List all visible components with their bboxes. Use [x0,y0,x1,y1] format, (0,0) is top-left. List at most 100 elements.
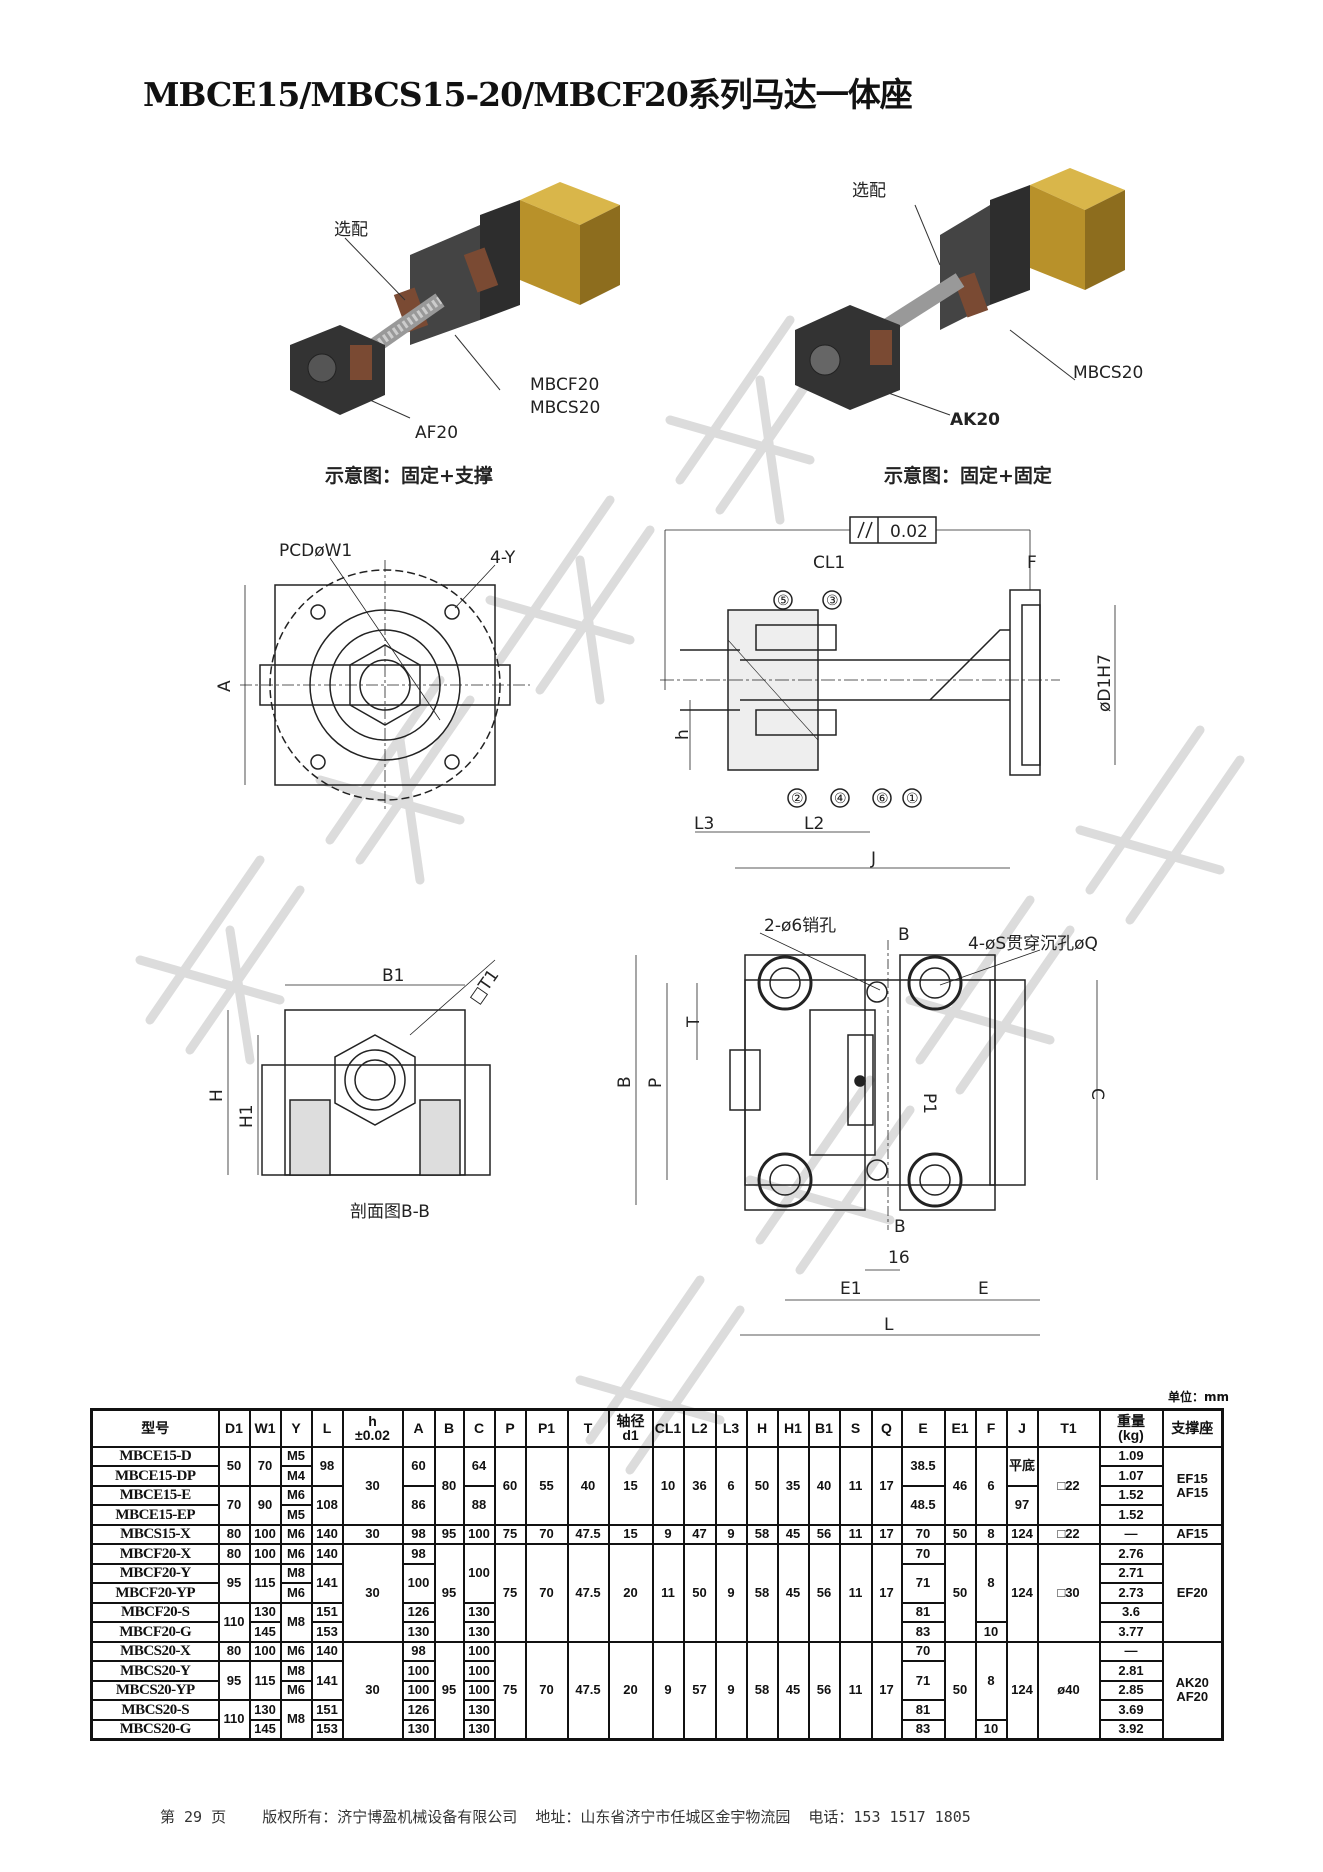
table-cell: 6 [974,1445,1008,1526]
column-header: 轴径 d1 [607,1408,654,1448]
table-cell: 30 [341,1523,404,1545]
table-cell: M6 [279,1543,313,1565]
table-cell: 20 [607,1640,654,1740]
table-cell: 70 [900,1523,946,1545]
table-cell: 108 [310,1484,344,1526]
table-cell: 2.71 [1098,1562,1164,1584]
model-cell: MBCF20-Y [90,1562,220,1584]
table-cell: 70 [900,1640,946,1662]
holes-label: 4-Y [490,548,516,568]
tolerance-value: 0.02 [890,522,928,542]
table-cell: 3.92 [1098,1718,1164,1740]
model-cell: MBCS20-X [90,1640,220,1662]
table-cell: 8 [974,1640,1008,1721]
pin-hole-label: 2-ø6销孔 [764,916,836,936]
table-cell: 83 [900,1621,946,1643]
pcd-label: PCDøW1 [279,541,352,561]
table-cell: 56 [807,1523,841,1545]
table-cell: M8 [279,1562,313,1584]
table-cell: 70 [217,1484,251,1526]
table-cell: EF20 [1161,1543,1224,1643]
table-cell: 50 [943,1640,977,1740]
table-cell: 126 [401,1699,436,1721]
dim-c-label: C [1087,1088,1107,1100]
table-cell: 130 [462,1621,496,1643]
table-cell: 124 [1005,1640,1039,1740]
table-cell: 1.52 [1098,1504,1164,1526]
dim-b1-label: B1 [382,966,404,986]
model-cell: MBCE15-EP [90,1504,220,1526]
table-cell: 75 [493,1640,527,1740]
model-cell: MBCS15-X [90,1523,220,1545]
table-cell: 9 [714,1523,748,1545]
dim-l3-label: L3 [694,814,714,834]
table-cell: 153 [310,1718,344,1740]
table-cell: ø40 [1036,1640,1101,1740]
table-cell: 88 [462,1484,496,1526]
table-cell: 50 [943,1523,977,1545]
table-cell: 70 [248,1445,282,1487]
part-number: ① [906,791,919,807]
table-row: MBCE15-EP M5 1.52 [90,1504,1223,1526]
block-label: MBCF20 [530,375,599,395]
table-cell: 17 [870,1640,903,1740]
table-cell: 1.09 [1098,1445,1164,1467]
dim-t1-label: □T1 [466,966,504,1008]
table-cell: M6 [279,1582,313,1604]
support-label: AK20 [950,410,1000,430]
table-cell: 47.5 [566,1640,610,1740]
dim-h-label: H [207,1089,227,1102]
option-label: 选配 [852,181,886,201]
part-number: ② [791,791,804,807]
block-label: MBCS20 [1073,363,1143,383]
table-cell: 124 [1005,1523,1039,1545]
table-cell: 98 [401,1543,436,1565]
part-number: ③ [826,593,839,609]
table-cell: M5 [279,1504,313,1526]
table-cell: 58 [745,1640,779,1740]
table-cell: 115 [248,1660,282,1701]
column-header: L [310,1408,344,1448]
table-cell: 145 [248,1621,282,1643]
table-cell: 81 [900,1699,946,1721]
table-cell: 30 [341,1640,404,1740]
column-header: E [900,1408,946,1448]
table-cell: 50 [943,1543,977,1643]
table-cell: 47.5 [566,1543,610,1643]
table-cell: 86 [401,1484,436,1526]
table-cell: 80 [433,1445,465,1526]
table-cell: M5 [279,1445,313,1467]
product-illustration-fixed-fixed: 选配 MBCS20 AK20 示意图：固定+固定 [795,168,1143,487]
dim-f-label: F [1027,553,1037,573]
table-cell: M6 [279,1679,313,1701]
table-cell: 70 [524,1640,569,1740]
dim-h1-label: H1 [237,1104,257,1128]
front-view-drawing [240,557,530,810]
table-cell: 35 [776,1445,810,1526]
table-cell: 130 [248,1699,282,1721]
column-header: L2 [682,1408,717,1448]
table-cell: 8 [974,1543,1008,1623]
table-cell: 40 [566,1445,610,1526]
table-cell: 141 [310,1660,344,1701]
column-header: W1 [248,1408,282,1448]
bolt-hole-label: 4-øS贯穿沉孔øQ [968,934,1098,954]
table-cell: 2.73 [1098,1582,1164,1604]
table-cell: 2.76 [1098,1543,1164,1565]
dim-e1-label: E1 [840,1279,862,1299]
table-cell: 100 [462,1543,496,1604]
table-cell: 130 [462,1699,496,1721]
page-number: 第 29 页 [160,1808,227,1826]
table-cell: 11 [838,1640,873,1740]
model-cell: MBCS20-S [90,1699,220,1721]
table-cell: 97 [1005,1484,1039,1526]
table-cell: M6 [279,1484,313,1506]
table-cell: EF15 AF15 [1161,1445,1224,1526]
section-mark-b: B [898,925,910,945]
dim-cl1-label: CL1 [813,553,845,573]
